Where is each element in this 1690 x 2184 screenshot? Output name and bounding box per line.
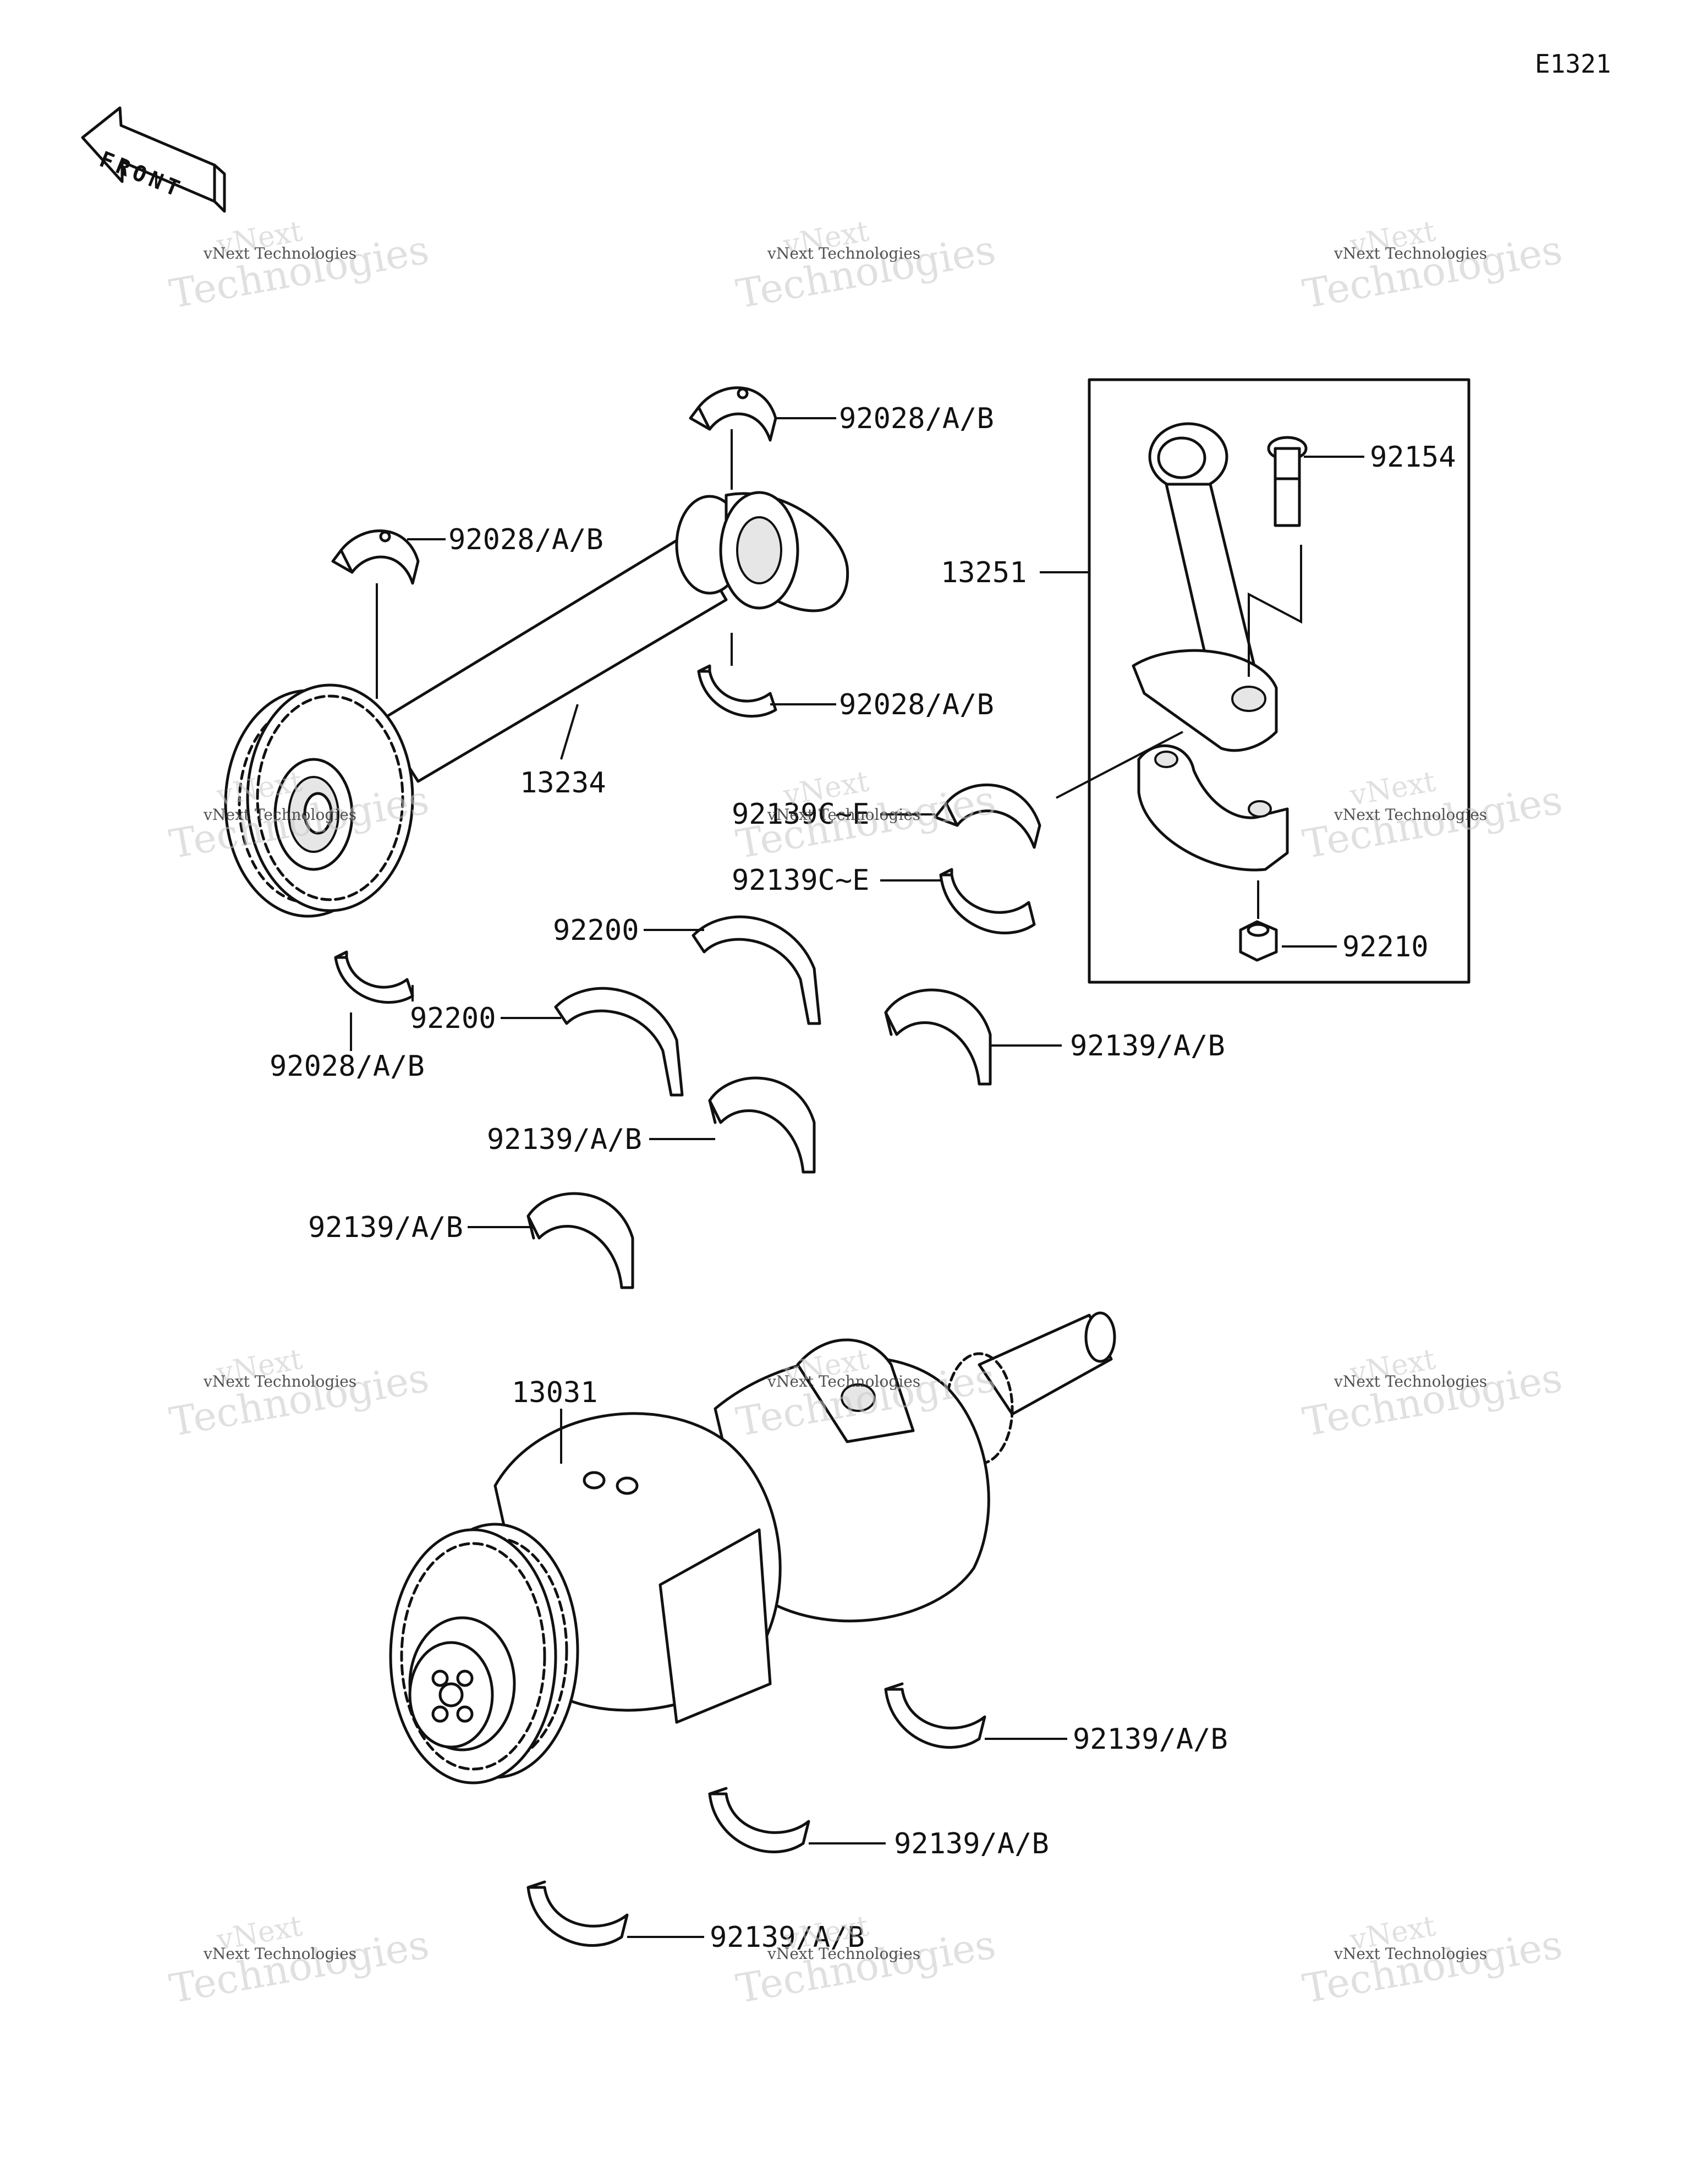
diagram-id: E1321 <box>1535 49 1611 79</box>
svg-text:vNext Technologies: vNext Technologies <box>767 1945 920 1963</box>
callout-thrust-washer-2: 92200 <box>410 1002 496 1035</box>
watermark: vNext Technologies vNext Technologies vN… <box>166 215 1566 2012</box>
callout-conrod-bearing-upper: 92139C~E <box>732 798 869 831</box>
svg-text:vNext Technologies: vNext Technologies <box>1334 244 1487 262</box>
main-bearing-4 <box>884 1682 986 1749</box>
conrod-bearing-upper <box>934 783 1041 849</box>
crankshaft <box>389 1311 1116 1785</box>
svg-text:vNext Technologies: vNext Technologies <box>203 806 356 824</box>
main-bearing-2 <box>708 1076 816 1174</box>
callout-bearing-lower-balancer: 92028/A/B <box>839 688 994 721</box>
conrod-assembly-box <box>1088 378 1470 984</box>
conrod-nut <box>1239 920 1278 962</box>
balancer-gear <box>224 683 414 918</box>
main-bearing-3 <box>526 1192 634 1289</box>
balancer-shaft <box>224 491 849 918</box>
svg-text:vNext Technologies: vNext Technologies <box>767 806 920 824</box>
conrod-cap <box>1137 744 1289 872</box>
connecting-rod <box>1132 422 1278 752</box>
bearing-shell-left <box>331 529 420 585</box>
svg-text:vNext Technologies: vNext Technologies <box>1334 806 1487 824</box>
callout-main-bearing-6: 92139/A/B <box>710 1921 865 1954</box>
svg-text:vNext Technologies: vNext Technologies <box>767 244 920 262</box>
front-arrow-icon: FRONT <box>81 106 226 213</box>
svg-text:vNext Technologies: vNext Technologies <box>1334 1372 1487 1391</box>
svg-text:vNext Technologies: vNext Technologies <box>203 1372 356 1391</box>
callout-conrod-nut: 92210 <box>1342 930 1429 964</box>
svg-text:vNext Technologies: vNext Technologies <box>203 244 356 262</box>
callout-thrust-washer-1: 92200 <box>553 914 639 947</box>
callout-main-bearing-1: 92139/A/B <box>1070 1030 1225 1063</box>
bearing-shell-under-gear <box>334 950 414 1004</box>
svg-text:vNext Technologies: vNext Technologies <box>203 1945 356 1963</box>
bearing-shell-lower <box>697 664 777 718</box>
callout-bearing-under-gear: 92028/A/B <box>270 1050 425 1083</box>
callout-conrod-assembly: 13251 <box>941 556 1027 589</box>
conrod-bearing-lower <box>939 868 1036 934</box>
balancer-weight <box>675 491 849 612</box>
callout-bearing-top-balancer: 92028/A/B <box>839 402 994 435</box>
callout-main-bearing-3: 92139/A/B <box>308 1211 463 1244</box>
callout-conrod-bolt: 92154 <box>1370 441 1456 474</box>
thrust-washer-1 <box>692 915 821 1025</box>
callout-crankshaft: 13031 <box>512 1376 598 1409</box>
svg-text:vNext Technologies: vNext Technologies <box>1334 1945 1487 1963</box>
thrust-washer-2 <box>554 987 684 1097</box>
callout-main-bearing-5: 92139/A/B <box>894 1827 1049 1860</box>
bearing-shell-top <box>689 386 777 442</box>
callout-bearing-left-balancer: 92028/A/B <box>448 523 603 556</box>
conrod-bolt <box>1267 436 1308 527</box>
main-bearing-5 <box>708 1787 810 1853</box>
main-bearing-6 <box>526 1880 629 1947</box>
callout-conrod-bearing-lower: 92139C~E <box>732 864 869 897</box>
callout-main-bearing-4: 92139/A/B <box>1073 1723 1228 1756</box>
svg-text:vNext Technologies: vNext Technologies <box>767 1372 920 1391</box>
main-bearing-1 <box>884 988 992 1086</box>
callout-balancer-shaft: 13234 <box>520 767 606 800</box>
callout-main-bearing-2: 92139/A/B <box>487 1123 642 1156</box>
